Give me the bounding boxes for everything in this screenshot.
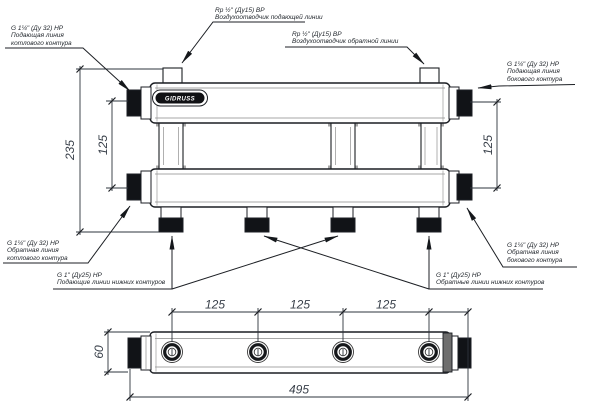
- label-lower-return-desc: Обратные линии нижних контуров: [436, 279, 545, 287]
- label-lower-return-spec: G 1" (Ду25) НР: [436, 272, 481, 279]
- dimension-texts: 235 125 125 125 125 125 60 495: [63, 135, 495, 397]
- dimension-ticks: [76, 65, 501, 401]
- air-vent-return-connection: [419, 67, 440, 84]
- dim-overall-height: 235: [63, 140, 77, 161]
- label-side-return-desc2: бокового контура: [507, 256, 563, 264]
- label-boiler-return-spec: G 1¼" (Ду 32) НР: [7, 240, 60, 247]
- brand-text: GIDRUSS: [165, 97, 195, 103]
- label-boiler-supply-desc2: котлового контура: [11, 39, 72, 47]
- bottom-view-thread-right: [457, 337, 472, 369]
- label-air-vent-return-spec: Rp ½" (Ду15) ВР: [292, 31, 342, 38]
- leader-lower-return-port2: [263, 235, 430, 290]
- label-lower-return: G 1" (Ду25) НР Обратные линии нижних кон…: [436, 272, 544, 287]
- label-air-vent-supply-spec: Rp ½" (Ду15) ВР: [215, 7, 265, 14]
- connecting-posts: [156, 122, 444, 170]
- dim-overall-length: 495: [289, 383, 309, 397]
- leader-air-vent-supply: [181, 21, 305, 64]
- label-boiler-supply: G 1¼" (Ду 32) НР Подающая линия котловог…: [11, 25, 72, 47]
- bottom-view-collar-right: [451, 335, 459, 371]
- fitting-thread-top-right: [456, 89, 473, 117]
- dim-right-spacing: 125: [481, 135, 495, 155]
- fitting-thread-bottom-right: [456, 173, 473, 201]
- bottom-view-endcap-right: [442, 332, 453, 373]
- dim-bottom-spacing-2: 125: [290, 298, 310, 312]
- fitting-thread-bottom-left: [126, 173, 142, 201]
- label-boiler-supply-desc1: Подающая линия: [11, 32, 64, 40]
- leader-boiler-return: [3, 205, 131, 264]
- label-side-supply-desc1: Подающая линия: [507, 68, 560, 76]
- label-lower-supply-desc: Подающие линии нижних контуров: [57, 279, 166, 287]
- lower-ports-front: [158, 206, 442, 233]
- dimension-lines: [76, 66, 501, 401]
- label-side-return: G 1¼" (Ду 32) НР Обратная линия бокового…: [507, 242, 562, 264]
- label-air-vent-supply-desc: Воздухоотводчик подающей линии: [215, 14, 323, 22]
- label-side-supply: G 1¼" (Ду 32) НР Подающая линия бокового…: [507, 61, 562, 83]
- label-boiler-return-desc1: Обратная линия: [7, 247, 59, 255]
- label-side-supply-spec: G 1¼" (Ду 32) НР: [507, 61, 560, 68]
- threaded-fittings-front: [126, 86, 473, 204]
- bottom-view: [127, 331, 472, 374]
- label-side-return-desc1: Обратная линия: [507, 249, 559, 257]
- dim-bottom-spacing-3: 125: [376, 298, 396, 312]
- dim-bottom-spacing-1: 125: [205, 298, 225, 312]
- leader-lines: [3, 21, 577, 290]
- label-lower-supply-spec: G 1" (Ду25) НР: [57, 272, 102, 279]
- fitting-collar-bottom-left: [140, 170, 152, 204]
- leader-side-supply: [477, 84, 576, 90]
- post-3: [420, 122, 442, 170]
- front-view: GIDRUSS: [126, 67, 473, 233]
- fitting-collar-top-left: [140, 86, 152, 120]
- leader-side-return: [466, 207, 577, 268]
- label-boiler-return: G 1¼" (Ду 32) НР Обратная линия котловог…: [7, 240, 68, 262]
- label-boiler-supply-spec: G 1¼" (Ду 32) НР: [11, 25, 64, 32]
- post-2: [330, 122, 356, 170]
- leader-air-vent-return: [285, 46, 425, 65]
- bottom-view-thread-left: [127, 337, 142, 369]
- leader-boiler-supply: [5, 47, 131, 92]
- leader-lower-supply-port3: [171, 235, 339, 290]
- air-vent-supply-connection: [162, 67, 183, 84]
- brand-badge: GIDRUSS: [152, 89, 208, 107]
- label-lower-supply: G 1" (Ду25) НР Подающие линии нижних кон…: [57, 272, 165, 287]
- label-side-supply-desc2: бокового контура: [507, 75, 563, 83]
- label-air-vent-return-desc: Воздухоотводчик обратной линии: [292, 38, 399, 46]
- label-side-return-spec: G 1¼" (Ду 32) НР: [507, 242, 560, 249]
- dim-left-spacing: 125: [96, 135, 110, 155]
- label-air-vent-return: Rp ½" (Ду15) ВР Воздухоотводчик обратной…: [292, 31, 398, 46]
- return-manifold-bar: [149, 168, 451, 208]
- fitting-thread-top-left: [126, 89, 142, 117]
- label-boiler-return-desc2: котлового контура: [7, 254, 68, 262]
- dim-body-height: 60: [92, 345, 106, 359]
- supply-manifold-bar: GIDRUSS: [149, 82, 451, 124]
- label-air-vent-supply: Rp ½" (Ду15) ВР Воздухоотводчик подающей…: [215, 7, 323, 22]
- post-1: [158, 122, 184, 170]
